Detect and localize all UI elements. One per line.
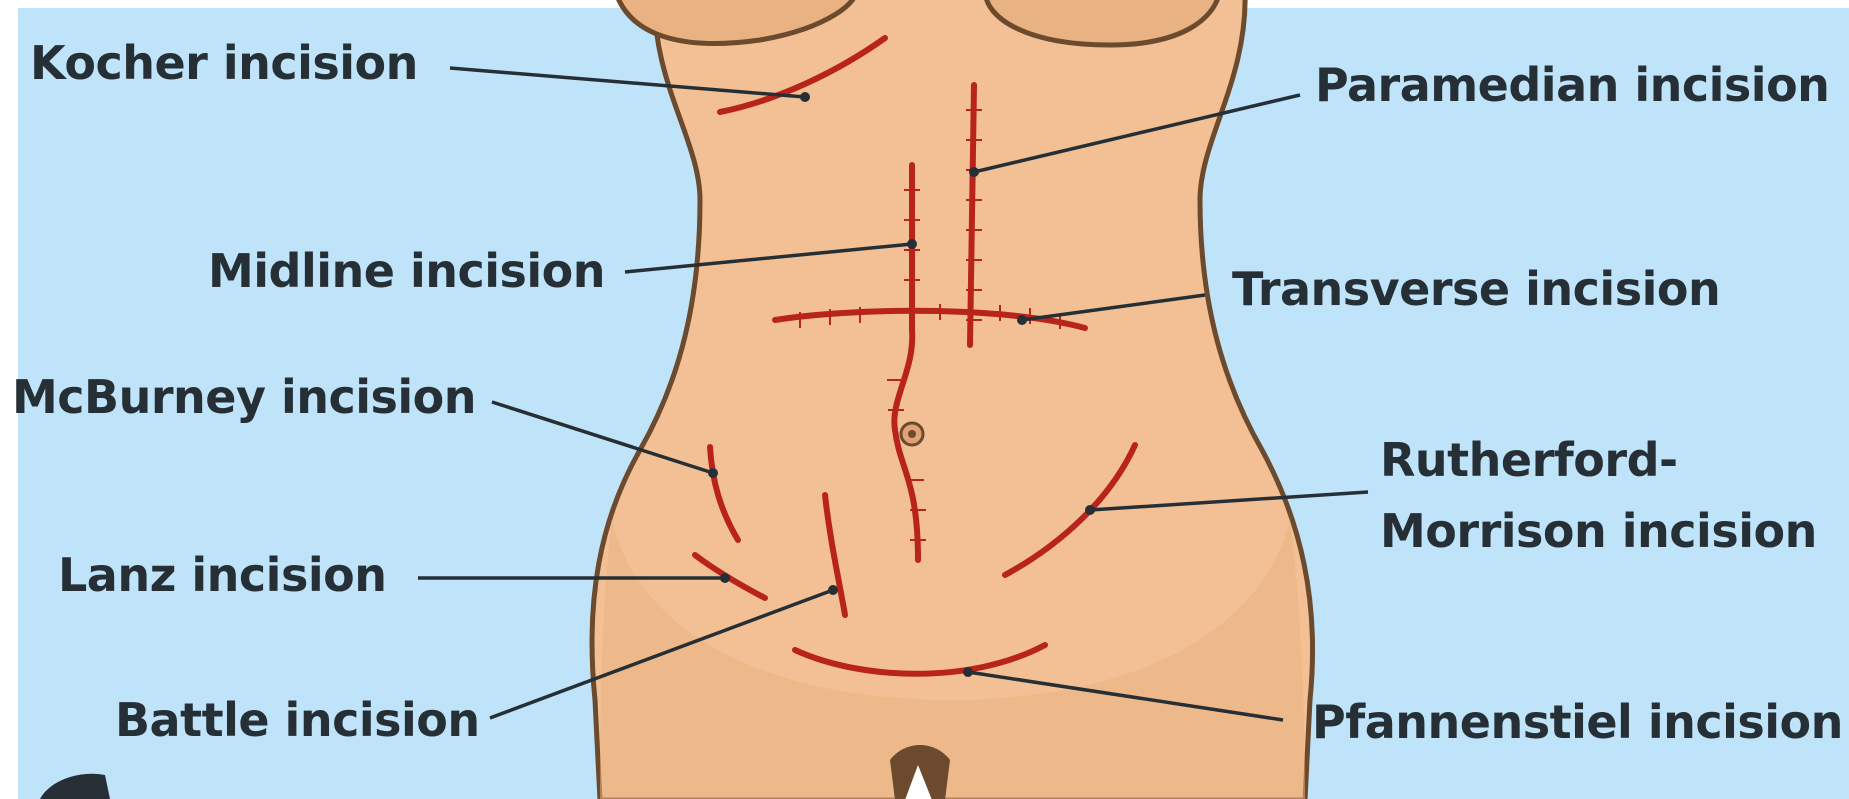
corner-mark: [40, 774, 110, 799]
rutherford-label-line1: Rutherford-: [1380, 435, 1678, 486]
pfannenstiel-label: Pfannenstiel incision: [1312, 697, 1843, 748]
midline-label: Midline incision: [208, 246, 605, 297]
lanz-label: Lanz incision: [58, 550, 386, 601]
mcburney-label: McBurney incision: [12, 372, 476, 423]
battle-label: Battle incision: [115, 695, 480, 746]
paramedian-label: Paramedian incision: [1315, 60, 1829, 111]
rutherford-label-line2: Morrison incision: [1380, 506, 1817, 557]
kocher-label: Kocher incision: [30, 38, 418, 89]
transverse-label: Transverse incision: [1232, 264, 1720, 315]
paramedian-incision: [970, 85, 974, 345]
